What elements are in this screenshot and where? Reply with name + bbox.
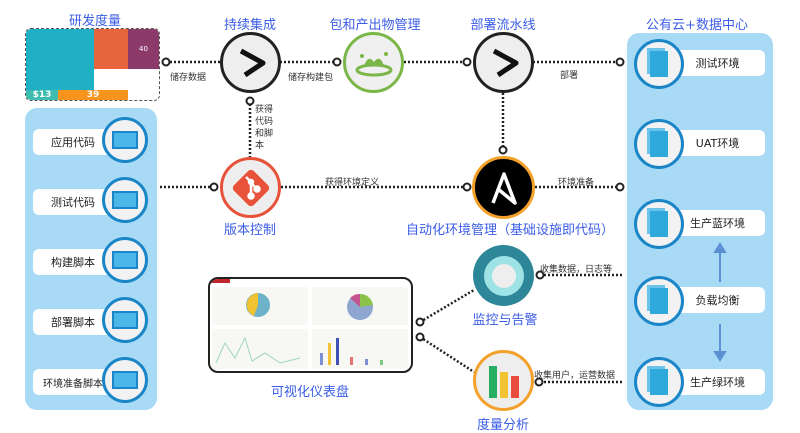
source-item-label[interactable]: 部署脚本 xyxy=(33,309,113,335)
ci-title: 持续集成 xyxy=(223,18,277,33)
valuation-value: $13 xyxy=(26,90,58,100)
computer-icon xyxy=(102,117,148,163)
cloud-title: 公有云+数据中心 xyxy=(646,18,748,33)
server-icon xyxy=(634,199,684,249)
env-item-label[interactable]: 测试环境 xyxy=(670,50,765,76)
bar-chart-icon xyxy=(488,365,519,398)
vcs-title: 版本控制 xyxy=(223,223,277,238)
computer-icon xyxy=(102,237,148,283)
splash-icon xyxy=(355,51,392,76)
env-item-label[interactable]: 生产绿环境 xyxy=(670,369,765,395)
iac-node[interactable] xyxy=(472,156,535,219)
env-item-label[interactable]: 负载均衡 xyxy=(670,287,765,313)
git-icon xyxy=(232,169,269,206)
ci-node[interactable] xyxy=(220,32,281,93)
edge-label-store-data: 储存数据 xyxy=(170,73,207,83)
monitoring-node[interactable] xyxy=(473,245,534,306)
play-icon xyxy=(239,48,265,77)
monitoring-title: 监控与告警 xyxy=(472,313,538,328)
conversion-value: 39 xyxy=(58,90,128,100)
play-icon xyxy=(492,48,518,77)
server-icon xyxy=(634,39,684,89)
source-item-label[interactable]: 构建脚本 xyxy=(33,249,113,275)
source-item-label[interactable]: 测试代码 xyxy=(33,189,113,215)
source-item-label[interactable]: 应用代码 xyxy=(33,129,113,155)
pipeline-node[interactable] xyxy=(473,32,534,93)
pipeline-title: 部署流水线 xyxy=(470,18,536,33)
edge-label-env-prep: 环境准备 xyxy=(558,178,595,188)
server-icon xyxy=(634,357,684,407)
edge-label-collect-logs: 收集数据，日志等 xyxy=(540,265,613,275)
source-item-label[interactable]: 环境准备脚本 xyxy=(33,369,113,395)
env-item-label[interactable]: 生产蓝环境 xyxy=(670,210,765,236)
computer-icon xyxy=(102,357,148,403)
artifacts-node[interactable] xyxy=(343,32,404,93)
artifacts-title: 包和产出物管理 xyxy=(329,18,421,33)
dashboard-charts-icon xyxy=(212,287,408,369)
metrics-title: 研发度量 xyxy=(68,14,122,29)
computer-icon xyxy=(102,297,148,343)
dashboard-title: 可视化仪表盘 xyxy=(270,385,350,400)
edge-label-get-code: 获得代码和脚本 xyxy=(255,105,274,151)
edge-label-collect-users: 收集用户，运营数据 xyxy=(534,371,616,381)
iac-title: 自动化环境管理（基础设施即代码） xyxy=(405,223,615,238)
metrics-dashboard-thumbnail: 40 $13 39 xyxy=(25,28,160,101)
edge-label-store-build: 储存构建包 xyxy=(288,73,334,83)
env-item-label[interactable]: UAT环境 xyxy=(670,130,765,156)
ansible-icon xyxy=(490,171,517,205)
eye-icon xyxy=(483,255,524,296)
analytics-title: 度量分析 xyxy=(476,418,530,433)
edge-label-deploy: 部署 xyxy=(560,71,579,81)
failover-arrows-icon xyxy=(713,242,727,362)
server-icon xyxy=(634,276,684,326)
computer-icon xyxy=(102,177,148,223)
analytics-node[interactable] xyxy=(473,350,534,411)
vcs-node[interactable] xyxy=(220,157,281,218)
dashboard-screenshot[interactable] xyxy=(208,277,413,373)
gauge-value: 40 xyxy=(128,29,159,69)
edge-label-get-env-def: 获得环境定义 xyxy=(325,178,380,188)
server-icon xyxy=(634,119,684,169)
